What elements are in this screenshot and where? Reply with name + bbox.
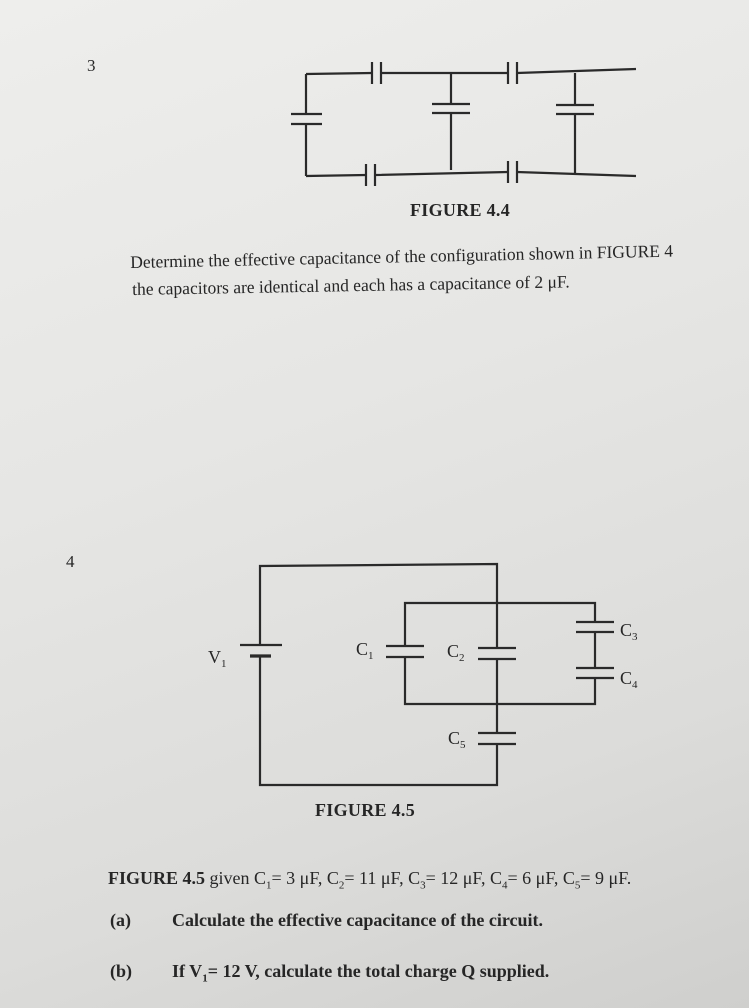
figure-4-5-caption: FIGURE 4.5 xyxy=(315,800,416,820)
fig44-middle-cap xyxy=(432,102,470,115)
label-c4: C4 xyxy=(620,668,638,691)
part-b-text: If V1= 12 V, calculate the total charge … xyxy=(172,961,550,985)
fig45-outer-loop xyxy=(258,562,499,787)
question-number-4: 4 xyxy=(66,552,75,571)
part-a-label: (a) xyxy=(110,910,131,930)
label-c5: C5 xyxy=(448,728,466,751)
given-figure-ref: FIGURE 4.5 xyxy=(108,868,206,888)
question-number-3: 3 xyxy=(87,56,96,75)
fig44-bottom-wire xyxy=(305,170,637,178)
fig44-left-cap xyxy=(291,112,322,126)
fig44-bottom-cap-1 xyxy=(364,164,377,186)
label-c2: C2 xyxy=(447,641,465,664)
fig45-c2-plates xyxy=(478,646,516,661)
fig45-inner-top-wire xyxy=(403,601,597,646)
fig44-top-cap-2 xyxy=(506,62,519,84)
fig44-right-cap xyxy=(556,103,594,116)
fig44-bottom-cap-2 xyxy=(506,161,519,183)
label-v1: V1 xyxy=(208,647,227,670)
part-a-text: Calculate the effective capacitance of t… xyxy=(172,910,544,930)
part-b-label: (b) xyxy=(110,961,132,981)
fig44-top-wire xyxy=(305,67,637,76)
fig45-c3 xyxy=(576,620,614,634)
fig45-c5 xyxy=(478,731,516,746)
fig45-inner-bottom-wire xyxy=(403,657,597,706)
q4-given-line: FIGURE 4.5 given C1= 3 μF, C2= 11 μF, C3… xyxy=(108,868,632,892)
label-c1: C1 xyxy=(356,639,374,662)
fig45-c1 xyxy=(386,644,424,659)
figure-4-4-caption: FIGURE 4.4 xyxy=(410,200,511,220)
label-c3: C3 xyxy=(620,620,638,643)
fig45-c4 xyxy=(576,666,614,680)
fig44-top-cap-1 xyxy=(370,62,383,84)
